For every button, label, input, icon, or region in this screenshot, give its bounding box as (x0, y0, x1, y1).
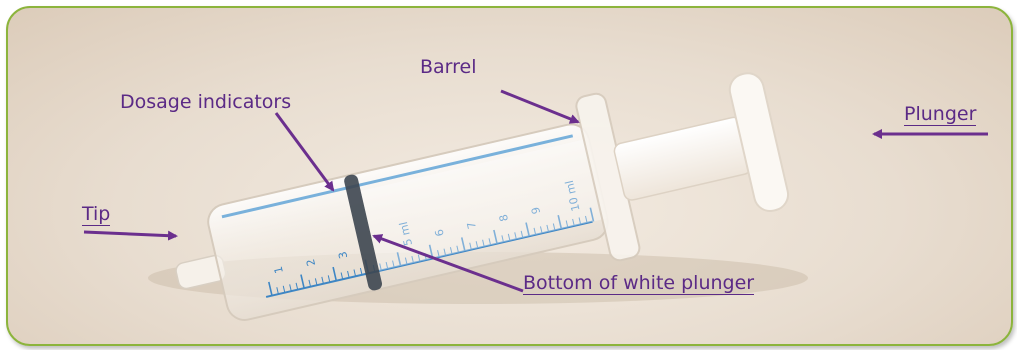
label-dosage-indicators: Dosage indicators (120, 93, 291, 112)
plunger-rod (613, 116, 753, 202)
label-plunger: Plunger (904, 105, 976, 126)
dosage-indicators-arrow (276, 113, 333, 190)
figure-frame: 1 2 3 5 ml 6 7 8 9 10 ml Barrel Dosag (6, 6, 1013, 346)
label-bottom-of-white-plunger: Bottom of white plunger (523, 274, 754, 295)
tip-arrow (84, 232, 176, 236)
barrel-arrow (501, 91, 578, 122)
label-tip: Tip (82, 205, 110, 226)
syringe-photo: 1 2 3 5 ml 6 7 8 9 10 ml (8, 8, 1011, 344)
label-barrel: Barrel (420, 58, 477, 77)
